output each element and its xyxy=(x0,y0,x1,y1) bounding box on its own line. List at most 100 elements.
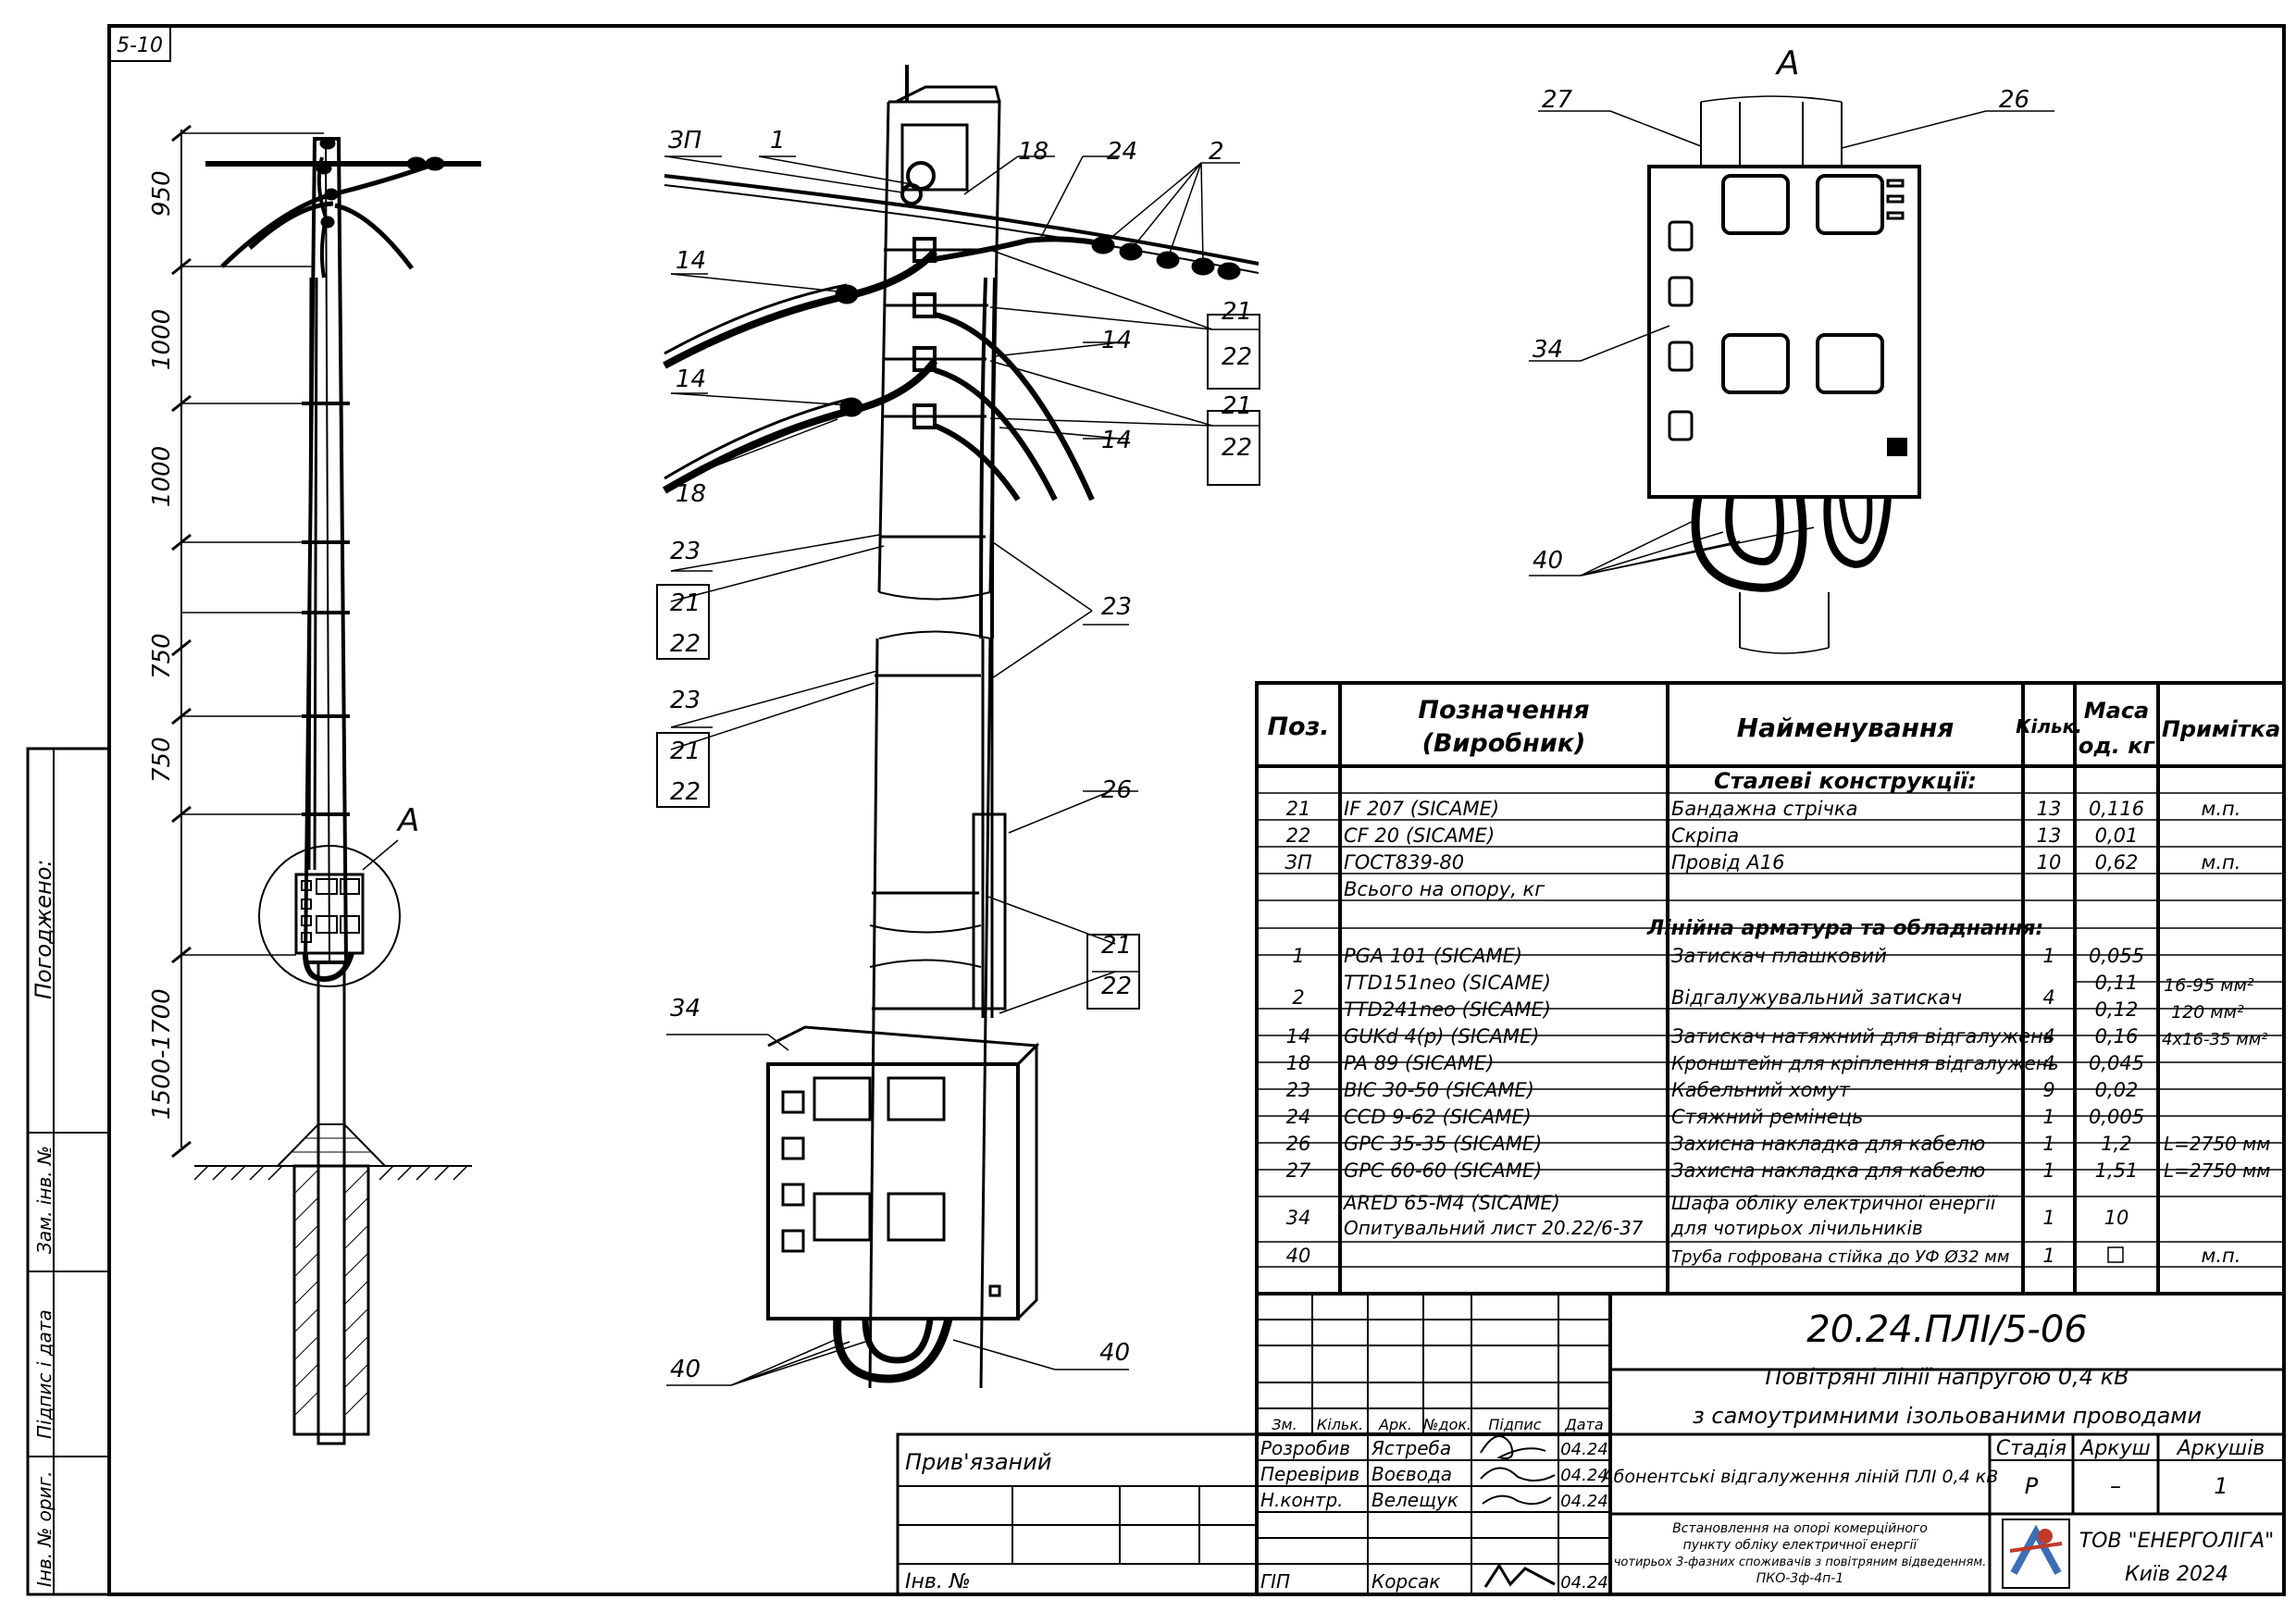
svg-text:Відгалужувальний затискач: Відгалужувальний затискач xyxy=(1671,986,1962,1009)
callout-label: 14 xyxy=(676,247,706,275)
svg-text:Перевірив: Перевірив xyxy=(1260,1463,1359,1485)
svg-text:GUKd 4(p) (SICAME): GUKd 4(p) (SICAME) xyxy=(1344,1025,1540,1048)
table-row: 22 CF 20 (SICAME) Скріпа 13 0,01 xyxy=(1286,824,2139,847)
callout-label: 21 xyxy=(1222,298,1252,326)
pole-elevation-view xyxy=(171,124,481,1445)
svg-text:1: 1 xyxy=(2042,1159,2054,1182)
detail-a-view xyxy=(1529,95,2054,654)
callout-label: 14 xyxy=(676,366,706,393)
callout-label: ЗП xyxy=(668,127,701,155)
svg-text:1,51: 1,51 xyxy=(2095,1159,2139,1182)
sheets-header: Аркушів xyxy=(2176,1437,2265,1460)
svg-text:Затискач натяжний для відгалуж: Затискач натяжний для відгалужень xyxy=(1671,1025,2054,1048)
svg-text:BIC 30-50 (SICAME): BIC 30-50 (SICAME) xyxy=(1344,1079,1534,1101)
callout-label: 23 xyxy=(670,538,701,565)
svg-text:10: 10 xyxy=(2104,1207,2129,1229)
callout-label: 18 xyxy=(1018,138,1049,166)
svg-text:IF 207 (SICAME): IF 207 (SICAME) xyxy=(1344,798,1499,820)
svg-text:Ястреба: Ястреба xyxy=(1371,1437,1451,1459)
dimension-label: 1500-1700 xyxy=(148,988,176,1120)
sheet-title: Абонентські відгалуження ліній ПЛІ 0,4 к… xyxy=(1600,1467,1999,1487)
svg-text:1: 1 xyxy=(2042,1106,2054,1128)
svg-text:4х16-35 мм²: 4х16-35 мм² xyxy=(2162,1030,2268,1049)
svg-text:CCD 9-62 (SICAME): CCD 9-62 (SICAME) xyxy=(1344,1106,1532,1128)
svg-text:16-95 мм²: 16-95 мм² xyxy=(2164,975,2254,996)
callout-label: 22 xyxy=(1222,343,1252,371)
svg-text:10: 10 xyxy=(2037,851,2062,874)
header-designation: Позначення xyxy=(1418,696,1589,725)
table-row: 34 ARED 65-M4 (SICAME) Опитувальний лист… xyxy=(1286,1192,2129,1239)
drawing-code: 20.24.ПЛІ/5-06 xyxy=(1806,1308,2087,1351)
svg-text:0,005: 0,005 xyxy=(2089,1106,2144,1128)
callout-label: 1 xyxy=(770,127,786,155)
svg-text:0,16: 0,16 xyxy=(2095,1025,2139,1048)
callout-label: 14 xyxy=(1101,327,1132,354)
svg-text:1: 1 xyxy=(2042,1207,2054,1229)
sheet-description: ПКО-3ф-4п-1 xyxy=(1756,1571,1844,1586)
svg-text:0,62: 0,62 xyxy=(2095,851,2139,874)
side-label-inv-original: Інв. № ориг. xyxy=(33,1471,56,1587)
svg-text:Воєвода: Воєвода xyxy=(1371,1463,1452,1485)
svg-text:0,116: 0,116 xyxy=(2089,798,2144,820)
total-per-pole-label: Всього на опору, кг xyxy=(1344,878,1545,900)
svg-text:Кабельний хомут: Кабельний хомут xyxy=(1671,1079,1851,1101)
dimension-label: 750 xyxy=(148,633,176,679)
svg-text:23: 23 xyxy=(1286,1079,1311,1101)
svg-text:21: 21 xyxy=(1286,798,1311,820)
company-name: ТОВ "ЕНЕРГОЛІГА" xyxy=(2079,1530,2275,1553)
table-row: 40 Труба гофрована стійка до УФ Ø32 мм 1… xyxy=(1286,1245,2241,1267)
svg-text:Бандажна стрічка: Бандажна стрічка xyxy=(1671,798,1858,820)
linked-label: Прив'язаний xyxy=(905,1449,1051,1475)
side-stamp-labels: Погоджено: Зам. інв. № Підпис і дата Інв… xyxy=(31,860,56,1587)
sheet-value: – xyxy=(2110,1473,2121,1499)
svg-text:4: 4 xyxy=(2042,1052,2054,1074)
svg-text:1: 1 xyxy=(2042,1133,2054,1155)
title-block-grid xyxy=(896,1292,2286,1596)
svg-text:Затискач плашковий: Затискач плашковий xyxy=(1671,945,1887,967)
svg-text:22: 22 xyxy=(1286,824,1311,847)
sheets-value: 1 xyxy=(2214,1473,2228,1499)
isometric-callouts: ЗП 1 18 24 2 14 21 22 14 14 21 22 14 18 … xyxy=(668,127,1252,1383)
callout-label: 22 xyxy=(670,778,701,806)
svg-text:0,12: 0,12 xyxy=(2095,998,2139,1021)
svg-text:04.24: 04.24 xyxy=(1560,1492,1608,1511)
signature-row: Н.контр. Велещук 04.24 xyxy=(1260,1489,1608,1511)
svg-text:TTD151neo (SICAME): TTD151neo (SICAME) xyxy=(1344,972,1551,994)
table-row: 18 PA 89 (SICAME) Кронштейн для кріпленн… xyxy=(1286,1052,2144,1074)
specification-table-grid xyxy=(1255,681,2286,1295)
stage-header: Стадія xyxy=(1996,1437,2066,1460)
signature-scribble xyxy=(1480,1435,1556,1588)
table-row: ЗП ГОСТ839-80 Провід А16 10 0,62 м.п. xyxy=(1285,851,2240,874)
dimension-label: 950 xyxy=(148,170,176,217)
svg-text:4: 4 xyxy=(2042,1025,2054,1048)
svg-text:ГОСТ839-80: ГОСТ839-80 xyxy=(1344,851,1464,874)
svg-text:для чотирьох лічильників: для чотирьох лічильників xyxy=(1670,1217,1923,1239)
svg-text:04.24: 04.24 xyxy=(1560,1573,1608,1593)
callout-label: 23 xyxy=(1101,593,1132,621)
svg-text:1,2: 1,2 xyxy=(2101,1133,2131,1155)
header-unit-kg: од. кг xyxy=(2079,733,2156,759)
callout-label: 21 xyxy=(1222,392,1252,420)
callout-label: 23 xyxy=(670,687,701,714)
rev-col-header: Зм. xyxy=(1272,1416,1297,1433)
svg-text:Труба гофрована стійка до УФ Ø: Труба гофрована стійка до УФ Ø32 мм xyxy=(1671,1247,2009,1267)
svg-text:14: 14 xyxy=(1286,1025,1311,1048)
svg-text:1: 1 xyxy=(2042,945,2054,967)
header-quantity: Кільк. xyxy=(2016,715,2082,738)
table-row: 14 GUKd 4(p) (SICAME) Затискач натяжний … xyxy=(1286,1025,2268,1049)
table-row: 1 PGA 101 (SICAME) Затискач плашковий 1 … xyxy=(1292,945,2144,967)
callout-label: 40 xyxy=(670,1356,701,1383)
svg-text:0,01: 0,01 xyxy=(2095,824,2139,847)
svg-text:26: 26 xyxy=(1286,1133,1311,1155)
callout-label: 40 xyxy=(1099,1339,1130,1367)
svg-text:4: 4 xyxy=(2042,986,2054,1009)
sheet-description: пункту обліку електричної енергії xyxy=(1683,1538,1919,1553)
detail-a-title: А xyxy=(1775,44,1800,82)
svg-text:24: 24 xyxy=(1286,1106,1311,1128)
section-title: Лінійна арматура та обладнання: xyxy=(1646,917,2043,940)
svg-text:9: 9 xyxy=(2042,1079,2054,1101)
rev-col-header: Підпис xyxy=(1488,1416,1541,1433)
svg-text:ARED 65-M4 (SICAME): ARED 65-M4 (SICAME) xyxy=(1342,1192,1560,1214)
title-block: 20.24.ПЛІ/5-06 Повітряні лінії напругою … xyxy=(905,1308,2274,1593)
callout-label: 22 xyxy=(1222,434,1252,462)
